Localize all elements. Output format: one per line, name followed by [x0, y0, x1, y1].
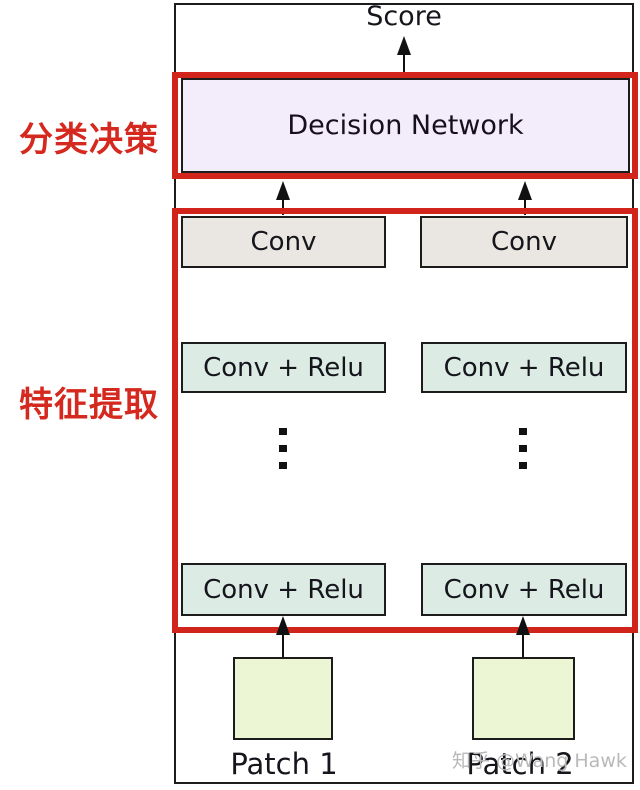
arrow-up-icon [397, 36, 411, 55]
feature-stage-frame [172, 208, 638, 633]
arrow-up-icon [276, 616, 290, 635]
conv-relu-node-right-bottom: Conv + Relu [421, 563, 627, 616]
conv-node-left: Conv [181, 216, 386, 268]
patch-1-label: Patch 1 [230, 747, 338, 781]
patch-2-label: Patch 2 [466, 747, 574, 781]
decision-network-node: Decision Network [181, 78, 630, 173]
feature-stage-label: 特征提取 [19, 385, 159, 425]
arrow-up-icon [276, 181, 290, 200]
arrow-shaft [524, 197, 526, 215]
classification-stage-label: 分类决策 [19, 120, 159, 160]
patch-1-image [233, 657, 333, 740]
arrow-up-icon [518, 181, 532, 200]
conv-relu-node-left-bottom: Conv + Relu [181, 563, 386, 616]
conv-node-right: Conv [420, 216, 628, 268]
arrow-shaft [522, 633, 524, 657]
arrow-shaft [403, 52, 405, 73]
ellipsis-dots-left [279, 428, 287, 469]
classification-stage-frame [172, 72, 638, 179]
ellipsis-dots-right [519, 428, 527, 469]
conv-relu-node-left-top: Conv + Relu [181, 342, 386, 393]
watermark: 知乎 @Wang Hawk [452, 750, 627, 772]
conv-relu-node-right-top: Conv + Relu [421, 342, 627, 393]
score-label: Score [366, 1, 442, 32]
arrow-up-icon [516, 616, 530, 635]
arrow-shaft [282, 633, 284, 657]
patch-2-image [472, 657, 575, 740]
arrow-shaft [282, 197, 284, 215]
